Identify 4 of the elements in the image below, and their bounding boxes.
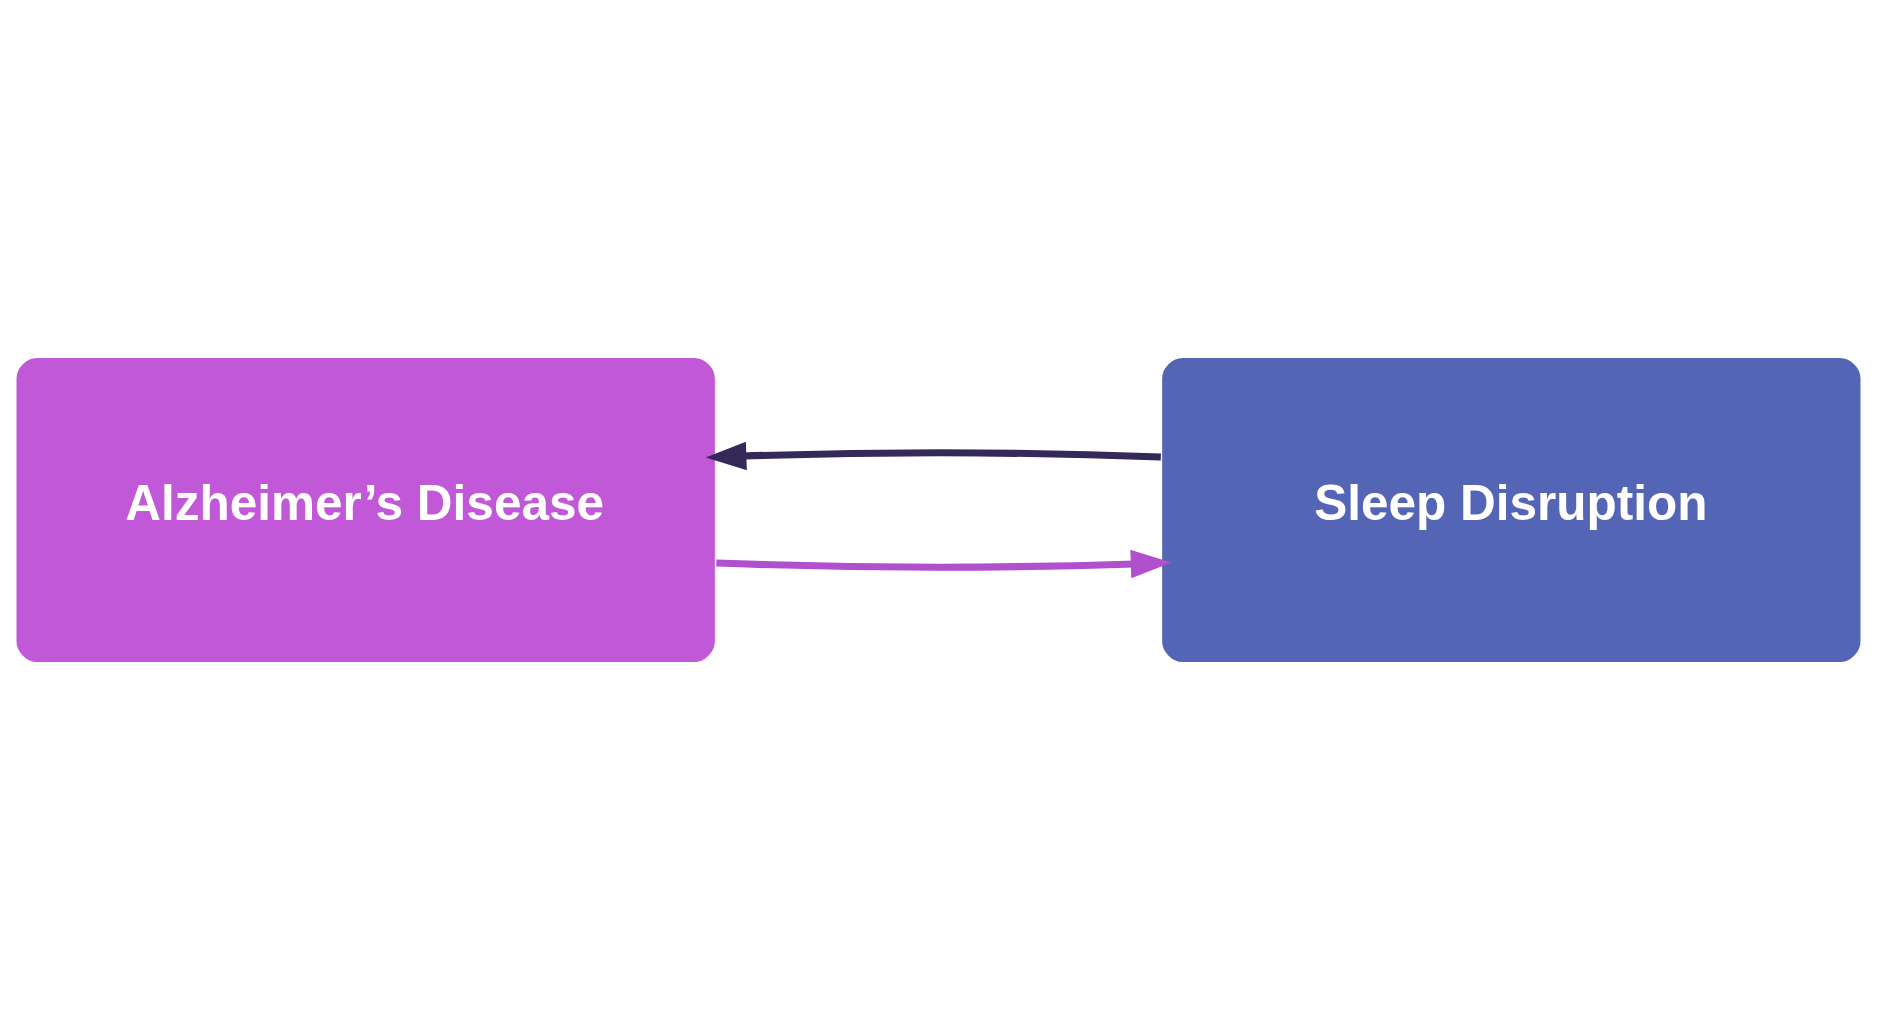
arrow — [716, 549, 1172, 578]
arrow — [705, 441, 1161, 470]
node-box: Alzheimer’s Disease — [14, 355, 717, 664]
node-box: Sleep Disruption — [1160, 355, 1863, 664]
